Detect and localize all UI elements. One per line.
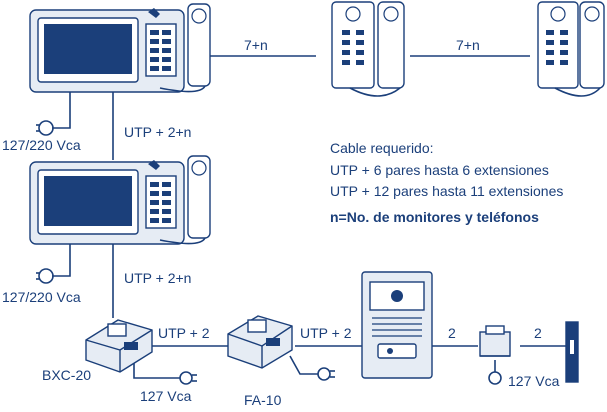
label-7n-left: 7+n xyxy=(244,37,268,53)
label-wire-transformer-lock: 2 xyxy=(534,325,542,341)
notes-definition: n=No. de monitores y teléfonos xyxy=(330,209,539,225)
speaker-grille xyxy=(372,317,422,337)
rfid-icon xyxy=(345,6,361,22)
call-button xyxy=(377,343,417,359)
fa-10-unit xyxy=(227,315,293,369)
rfid-icon xyxy=(550,6,566,22)
rfid-icon xyxy=(191,8,207,24)
label-utp-top: UTP + 2+n xyxy=(124,124,191,140)
wire-bxc-power xyxy=(133,360,180,379)
notes-line-1: UTP + 6 pares hasta 6 extensiones xyxy=(330,162,549,178)
plug-icon xyxy=(488,371,502,385)
label-7n-right: 7+n xyxy=(456,37,480,53)
key-icon xyxy=(148,160,160,170)
monitor-keypad xyxy=(145,23,177,77)
video-monitor-1 xyxy=(29,3,211,93)
electric-lock xyxy=(565,321,579,383)
label-wire-panel-transformer: 2 xyxy=(448,325,456,341)
label-transformer-power: 127 Vca xyxy=(508,373,560,389)
monitor-keypad xyxy=(145,175,177,229)
label-utp-bxc-fa: UTP + 2 xyxy=(158,325,210,341)
label-utp-fa-panel: UTP + 2 xyxy=(300,325,352,341)
door-panel xyxy=(361,271,433,379)
plug-icon xyxy=(179,371,197,385)
camera-lens xyxy=(391,290,403,302)
label-bxc-power: 127 Vca xyxy=(140,388,192,404)
label-utp-mid: UTP + 2+n xyxy=(124,270,191,286)
label-fa-name: FA-10 xyxy=(244,392,282,408)
label-bxc-name: BXC-20 xyxy=(42,367,91,383)
wires xyxy=(52,55,566,379)
key-icon xyxy=(148,8,160,18)
bxc-20-unit xyxy=(85,319,153,373)
notes-heading: Cable requerido: xyxy=(330,140,434,156)
intercom-phone-1 xyxy=(331,1,405,97)
monitor-screen xyxy=(44,24,132,74)
wire-fa-power xyxy=(289,355,318,375)
intercom-phone-2 xyxy=(537,1,605,97)
notes-line-2: UTP + 12 pares hasta 11 extensiones xyxy=(330,183,563,199)
label-power-top: 127/220 Vca xyxy=(2,137,81,153)
rfid-icon xyxy=(191,160,207,176)
plug-icon xyxy=(36,268,54,284)
monitor-handset xyxy=(187,155,211,239)
plug-icon xyxy=(317,367,335,381)
label-power-mid: 127/220 Vca xyxy=(2,289,81,305)
transformer xyxy=(479,325,511,357)
wire-power-mid xyxy=(52,244,71,277)
monitor-handset xyxy=(187,3,211,87)
wire-power-top xyxy=(52,92,71,129)
monitor-screen xyxy=(44,176,132,226)
plug-icon xyxy=(36,120,54,136)
video-monitor-2 xyxy=(29,155,211,245)
